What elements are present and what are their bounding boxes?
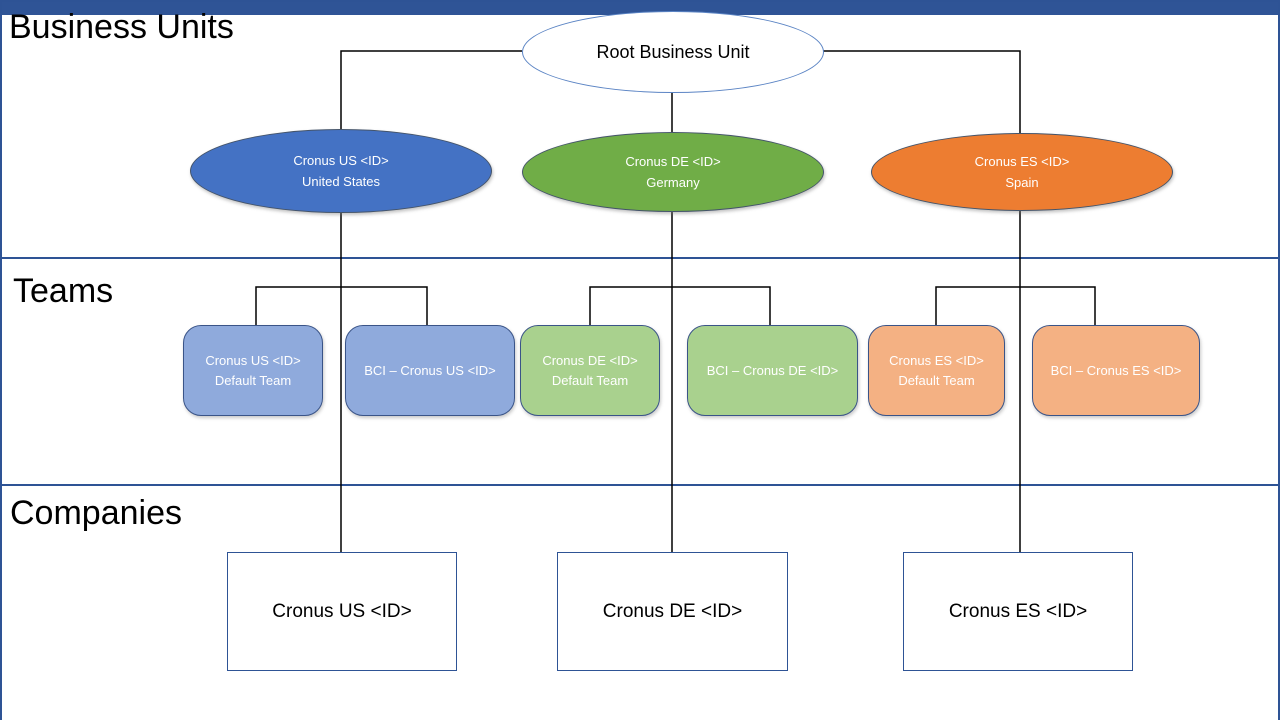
business-unit-country: Spain bbox=[1005, 175, 1039, 190]
business-unit-country: United States bbox=[301, 174, 381, 189]
team-box-de-default: Cronus DE <ID> Default Team bbox=[520, 325, 660, 416]
team-name: BCI – Cronus US <ID> bbox=[364, 362, 496, 378]
business-unit-name: Cronus US <ID> bbox=[293, 153, 389, 168]
business-unit-country: Germany bbox=[646, 175, 700, 190]
company-name: Cronus ES <ID> bbox=[948, 600, 1088, 622]
slide-border-left bbox=[0, 0, 2, 720]
team-name: BCI – Cronus DE <ID> bbox=[706, 362, 839, 378]
band-label-business-units: Business Units bbox=[9, 8, 234, 46]
team-subname: Default Team bbox=[898, 372, 975, 388]
band-divider-business-units-teams bbox=[0, 257, 1280, 259]
connector-root-to-es bbox=[822, 50, 1021, 133]
band-divider-teams-companies bbox=[0, 484, 1280, 486]
team-box-bci-es: BCI – Cronus ES <ID> bbox=[1032, 325, 1200, 416]
company-name: Cronus DE <ID> bbox=[602, 600, 743, 622]
team-box-bci-us: BCI – Cronus US <ID> bbox=[345, 325, 515, 416]
team-name: BCI – Cronus ES <ID> bbox=[1050, 362, 1182, 378]
team-box-bci-de: BCI – Cronus DE <ID> bbox=[687, 325, 858, 416]
company-name: Cronus US <ID> bbox=[272, 600, 412, 622]
company-box-us: Cronus US <ID> bbox=[227, 552, 457, 671]
connector-us-teams-tee bbox=[255, 286, 428, 325]
business-unit-name: Cronus DE <ID> bbox=[625, 154, 721, 169]
bottom-accent-bar bbox=[0, 0, 1280, 15]
business-unit-ellipse-de: Cronus DE <ID> Germany bbox=[522, 132, 824, 212]
slide-border-right bbox=[1278, 0, 1280, 720]
team-box-us-default: Cronus US <ID> Default Team bbox=[183, 325, 323, 416]
team-subname: Default Team bbox=[551, 372, 629, 388]
team-name: Cronus US <ID> bbox=[205, 352, 301, 368]
business-unit-ellipse-es: Cronus ES <ID> Spain bbox=[871, 133, 1173, 211]
team-name: Cronus DE <ID> bbox=[542, 352, 638, 368]
connector-de-teams-tee bbox=[589, 286, 771, 325]
root-business-unit-label: Root Business Unit bbox=[596, 41, 750, 62]
business-unit-ellipse-us: Cronus US <ID> United States bbox=[190, 129, 492, 213]
team-box-es-default: Cronus ES <ID> Default Team bbox=[868, 325, 1005, 416]
team-name: Cronus ES <ID> bbox=[889, 352, 984, 368]
band-label-teams: Teams bbox=[13, 272, 114, 310]
company-box-es: Cronus ES <ID> bbox=[903, 552, 1133, 671]
connector-es-teams-tee bbox=[935, 286, 1096, 325]
connector-root-to-us bbox=[340, 50, 522, 129]
company-box-de: Cronus DE <ID> bbox=[557, 552, 788, 671]
band-label-companies: Companies bbox=[10, 494, 182, 532]
business-unit-name: Cronus ES <ID> bbox=[974, 154, 1070, 169]
slide-border-top bbox=[0, 0, 1280, 2]
root-business-unit-ellipse: Root Business Unit bbox=[522, 11, 824, 93]
team-subname: Default Team bbox=[214, 372, 292, 388]
